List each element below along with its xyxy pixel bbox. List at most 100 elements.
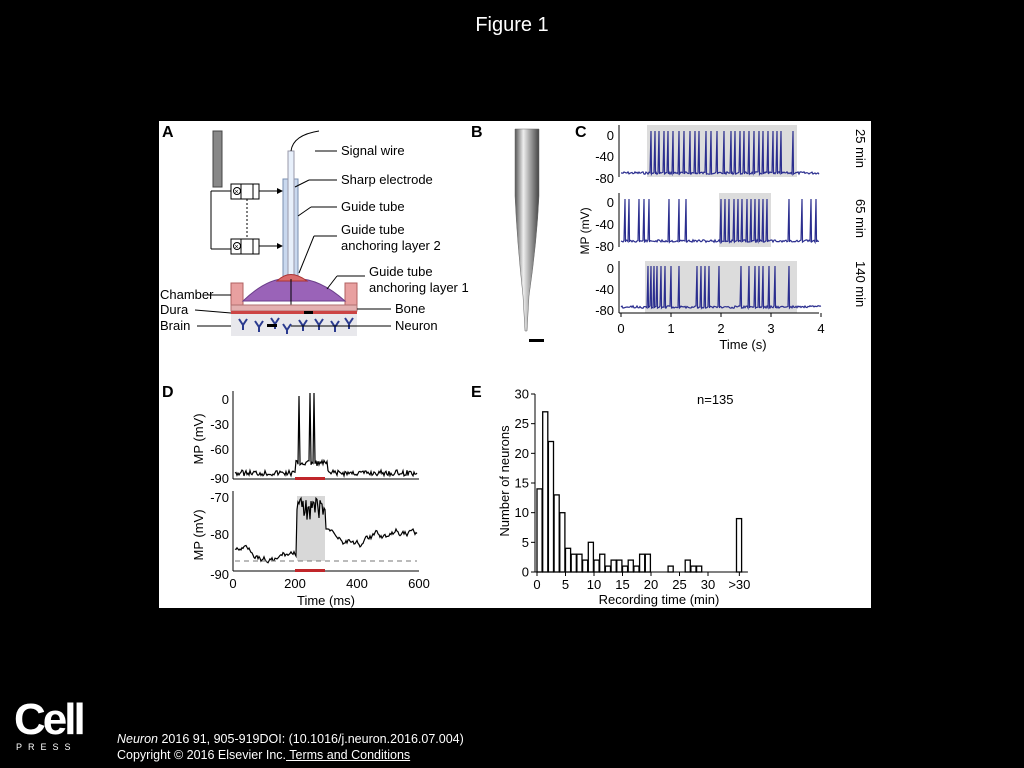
histogram-ytick-label: 15 (515, 476, 529, 491)
d-bottom-ytick-2: -90 (210, 567, 229, 582)
d-top-ytick-1: -30 (210, 417, 229, 432)
anchoring-layer-2 (275, 274, 309, 282)
bone-layer (230, 304, 358, 312)
histogram-xtick-label: 0 (533, 577, 540, 592)
logo-word: Cell (14, 695, 86, 744)
histogram-bar (684, 559, 691, 573)
d-stim-bar-top (295, 477, 325, 480)
histogram-bar (616, 559, 623, 573)
histogram-bar (610, 559, 617, 573)
d-top-ytick-2: -60 (210, 442, 229, 457)
label-neuron: Neuron (395, 318, 438, 333)
histogram-bar (633, 565, 640, 573)
label-anchor1-line2: anchoring layer 1 (369, 280, 469, 295)
d-xtick-2: 400 (346, 576, 368, 591)
d-top-ytick-3: -90 (210, 471, 229, 486)
histogram-bar (547, 440, 555, 573)
histogram-xtick-label: 25 (672, 577, 686, 592)
panel-b: B (471, 124, 544, 342)
copyright: Copyright © 2016 Elsevier Inc. (117, 748, 287, 762)
c-trace-label-2: 65 min (853, 199, 868, 238)
d-bottom-ytick-0: -70 (210, 490, 229, 505)
histogram-bar (576, 553, 583, 573)
c-trace-label-1: 25 min (853, 129, 868, 168)
label-bone: Bone (395, 301, 425, 316)
trace-65min (620, 198, 820, 245)
trace-d-bottom (234, 496, 418, 564)
histogram-bar (735, 517, 743, 573)
histogram-bar (593, 559, 600, 573)
label-anchor1-line1: Guide tube (369, 264, 433, 279)
histogram-xtick-label: 15 (615, 577, 629, 592)
signal-wire-line (290, 130, 320, 152)
histogram-bar (570, 553, 577, 573)
histogram-bars (536, 411, 743, 573)
footer: Neuron 2016 91, 905-919DOI: (10.1016/j.n… (117, 731, 464, 763)
histogram-bar (604, 565, 612, 573)
panel-a: A × × (160, 124, 469, 336)
histogram-ylabel: Number of neurons (497, 425, 512, 537)
histogram-xtick-label: 20 (644, 577, 658, 592)
panel-c: C 0 -40 -80 0 -40 -80 0 (575, 124, 868, 352)
panel-d: D 0 -30 -60 -90 -70 -80 -90 MP (mV) M (162, 384, 430, 608)
cell-press-logo: Cell PRESS (14, 695, 86, 753)
panel-label-e: E (471, 384, 482, 401)
anchoring-layer-1 (241, 278, 347, 302)
c-ytick-3c: -80 (595, 303, 614, 318)
chamber-right (344, 282, 358, 306)
histogram-bar (690, 565, 697, 573)
histogram-bar (553, 494, 560, 573)
label-signal-wire: Signal wire (341, 143, 405, 158)
d-xtick-1: 200 (284, 576, 306, 591)
slide-title: Figure 1 (475, 14, 549, 36)
histogram-bar (644, 553, 652, 573)
svg-text:×: × (235, 189, 239, 196)
histogram-ytick-label: 0 (522, 565, 529, 580)
label-dura: Dura (160, 302, 189, 317)
c-xlabel: Time (s) (719, 337, 766, 352)
label-anchor2-line2: anchoring layer 2 (341, 238, 441, 253)
c-xtick-3: 3 (767, 321, 774, 336)
c-ytick-2a: 0 (607, 195, 614, 210)
histogram-bar (627, 559, 634, 573)
histogram-bar (621, 565, 629, 573)
histogram-bar (536, 488, 543, 573)
label-sharp-electrode: Sharp electrode (341, 172, 433, 187)
holder-rod (212, 130, 223, 188)
panel-label-b: B (471, 124, 483, 141)
label-chamber: Chamber (160, 287, 214, 302)
c-xtick-0: 0 (617, 321, 624, 336)
histogram-bar (542, 411, 549, 573)
label-anchor2-line1: Guide tube (341, 222, 405, 237)
histogram-bar (587, 541, 595, 573)
d-stim-bar-bottom (295, 569, 325, 572)
c-xtick-4: 4 (817, 321, 824, 336)
histogram-ytick-label: 25 (515, 416, 529, 431)
c-ytick-1c: -80 (595, 171, 614, 186)
logo-sub: PRESS (16, 742, 77, 752)
d-ylabel-top: MP (mV) (191, 413, 206, 464)
histogram-xlabel: Recording time (min) (599, 592, 720, 607)
d-xtick-3: 600 (408, 576, 430, 591)
d-xlabel: Time (ms) (297, 593, 355, 608)
trace-d-top (234, 392, 418, 479)
histogram-ytick-label: 20 (515, 446, 529, 461)
terms-link[interactable]: Terms and Conditions (286, 748, 411, 762)
histogram-annotation: n=135 (697, 392, 734, 407)
c-trace-label-3: 140 min (853, 261, 868, 307)
dura-layer (231, 311, 357, 314)
histogram-xtick-label: 5 (562, 577, 569, 592)
d-bottom-ytick-1: -80 (210, 527, 229, 542)
chamber-left (230, 282, 244, 306)
citation: Neuron 2016 91, 905-919DOI: (10.1016/j.n… (117, 731, 464, 747)
c-ylabel: MP (mV) (578, 207, 592, 254)
copyright-line: Copyright © 2016 Elsevier Inc. Terms and… (117, 747, 464, 763)
d-xtick-0: 0 (229, 576, 236, 591)
c-ytick-2b: -40 (595, 217, 614, 232)
d-ylabel-bottom: MP (mV) (191, 509, 206, 560)
histogram-bar (559, 512, 566, 573)
histogram-bar (667, 565, 674, 573)
